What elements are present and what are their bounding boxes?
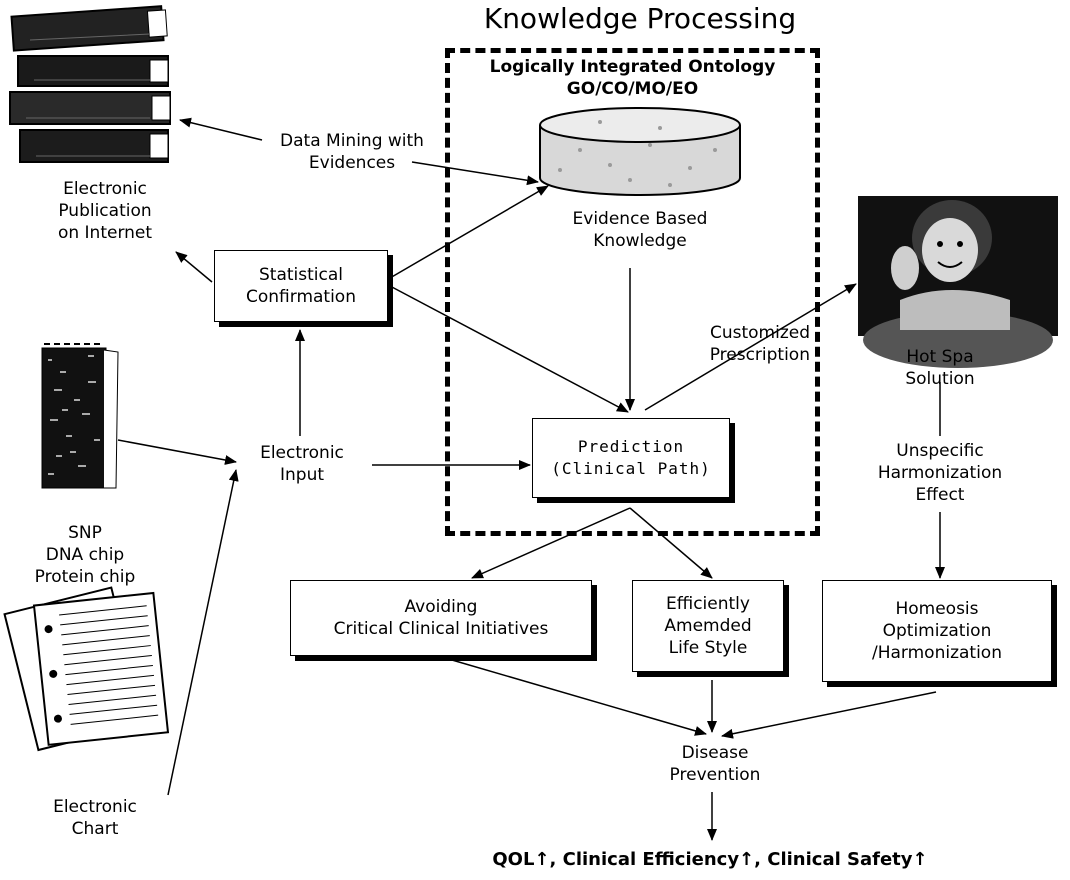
page-title: Knowledge Processing: [483, 2, 797, 35]
electronic-chart-label: Electronic Chart: [53, 797, 137, 839]
books-icon: [9, 5, 171, 163]
evidence-knowledge-label: Evidence Based Knowledge: [572, 209, 708, 251]
homeosis-box: Homeosis Optimization /Harmonization: [822, 580, 1052, 682]
hot-spa-label: Hot Spa Solution: [905, 347, 975, 389]
arrows: [117, 117, 945, 841]
avoiding-box: Avoiding Critical Clinical Initiatives: [290, 580, 592, 656]
chart-papers-icon: [3, 586, 170, 752]
disease-prevention-label: Disease Prevention: [669, 743, 761, 785]
chip-labels: SNP DNA chip Protein chip: [34, 523, 136, 587]
database-cylinder-icon: [539, 107, 741, 196]
outcome-label: QOL↑, Clinical Efficiency↑, Clinical Saf…: [492, 849, 928, 870]
data-mining-label: Data Mining with Evidences: [280, 131, 424, 173]
ontology-subtitle: GO/CO/MO/EO: [566, 79, 699, 99]
unspecific-effect-label: Unspecific Harmonization Effect: [877, 441, 1003, 505]
prediction-box: Prediction (Clinical Path): [532, 418, 730, 498]
customized-prescription-label: Customized Prescription: [709, 323, 810, 365]
electronic-input-label: Electronic Input: [260, 443, 344, 485]
ontology-frame: [445, 48, 820, 536]
ontology-title: Logically Integrated Ontology: [489, 57, 776, 77]
efficiently-box: Efficiently Amemded Life Style: [632, 580, 784, 672]
publication-label: Electronic Publication on Internet: [57, 179, 153, 243]
person-photo-icon: [858, 196, 1058, 368]
statistical-confirmation-box: Statistical Confirmation: [214, 250, 388, 322]
dna-chip-icon: [41, 343, 119, 489]
